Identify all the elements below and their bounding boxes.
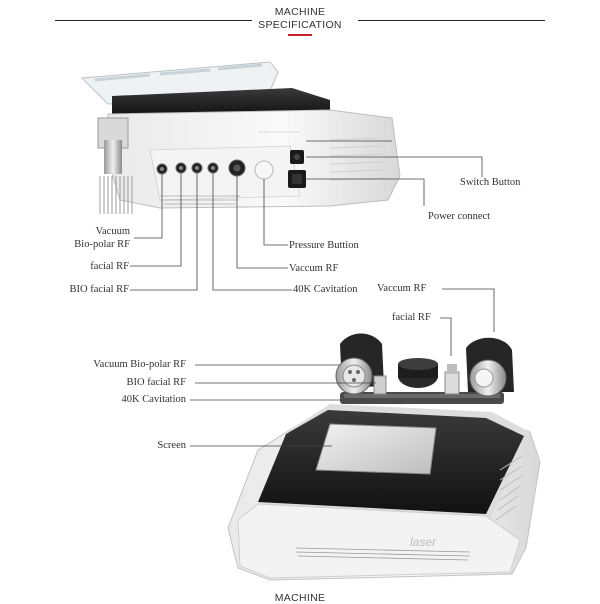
handpiece-vacuum-bio-polar-rf: [335, 333, 384, 395]
screen-display: [315, 423, 437, 475]
header-rule-left: [55, 20, 252, 21]
header-title-line2: SPECIFICATION: [258, 19, 342, 31]
label-switch-button: Switch Button: [460, 177, 521, 188]
handpiece-cavitation: [398, 358, 438, 388]
handpiece-vaccum-rf: [466, 337, 514, 397]
label-facial-rf: facial RF: [90, 261, 129, 272]
top-dark-strip: [112, 88, 330, 116]
label-screen: Screen: [157, 440, 186, 451]
header-rule-right: [358, 20, 545, 21]
label-facial-rf-bottom: facial RF: [392, 312, 431, 323]
footer-title: MACHINE: [274, 592, 326, 604]
label-power-connect: Power connect: [428, 211, 491, 222]
pressure-button-knob: [254, 160, 274, 180]
watermark-text: laser: [410, 535, 437, 549]
label-bio-facial-rf-bottom: BIO facial RF: [126, 377, 187, 388]
label-vacuum-bio-polar-rf: Vacuum Bio-polar RF: [93, 359, 186, 370]
header-title-line1: MACHINE: [274, 6, 326, 18]
label-vaccum-rf-top: Vaccum RF: [289, 263, 339, 274]
handpiece-bio-facial-rf: [373, 375, 387, 395]
top-leader-lines: [130, 140, 483, 291]
label-vacuum: Vacuum: [95, 226, 130, 237]
header-accent-bar: [288, 34, 312, 36]
side-view-machine: [80, 61, 401, 214]
label-cavitation-top: 40K Cavitation: [293, 284, 358, 295]
label-cavitation-bottom: 40K Cavitation: [121, 394, 186, 405]
front-view-machine: laser: [227, 333, 541, 581]
page-header: MACHINE SPECIFICATION: [0, 0, 600, 40]
handpiece-facial-rf: [444, 364, 460, 395]
label-bio-facial-rf: BIO facial RF: [69, 284, 130, 295]
label-bio-polar-rf: Bio-polar RF: [74, 239, 130, 250]
label-pressure-button: Pressure Buttion: [289, 240, 359, 251]
label-vaccum-rf-bottom: Vaccum RF: [377, 283, 427, 294]
bottom-leader-lines: [190, 288, 500, 447]
